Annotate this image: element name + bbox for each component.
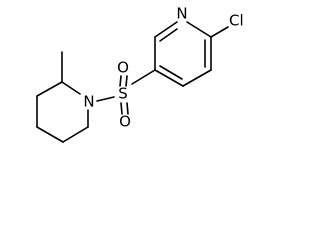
bond-n-ca bbox=[61, 81, 81, 95]
atom-label-o-lower: O bbox=[119, 113, 131, 131]
bond-s-o-upper-a bbox=[119, 75, 122, 87]
bond-ca-cb bbox=[36, 81, 63, 97]
bond-c6-n-inner bbox=[159, 28, 178, 42]
atom-label-cl: Cl bbox=[229, 12, 244, 30]
atom-label-s: S bbox=[118, 85, 128, 103]
bond-c6-n bbox=[154, 21, 178, 38]
bond-c3-c4 bbox=[182, 69, 212, 87]
bond-c4-c5-inner bbox=[159, 65, 183, 80]
atom-label-n-pyridine: N bbox=[176, 5, 187, 23]
bond-n-c2 bbox=[186, 21, 212, 38]
bond-cd-ce bbox=[62, 126, 89, 143]
bond-s-o-upper-b bbox=[125, 75, 128, 87]
sulfonyl-group bbox=[119, 75, 129, 115]
bond-s-n bbox=[96, 96, 115, 102]
bond-c4-c5 bbox=[154, 69, 184, 87]
bond-s-o-lower-b bbox=[126, 102, 129, 115]
bond-cc-cd bbox=[36, 126, 64, 143]
piperidine-ring bbox=[36, 81, 89, 143]
bond-s-o-lower-a bbox=[120, 102, 123, 115]
bond-c5-s bbox=[131, 69, 156, 85]
chemical-structure-diagram: N Cl S O O N bbox=[36, 5, 244, 143]
bond-c2-cl bbox=[210, 26, 229, 38]
atom-label-o-upper: O bbox=[117, 59, 129, 77]
atom-label-n-piperidine: N bbox=[83, 93, 94, 111]
pyridine-ring bbox=[154, 21, 212, 87]
